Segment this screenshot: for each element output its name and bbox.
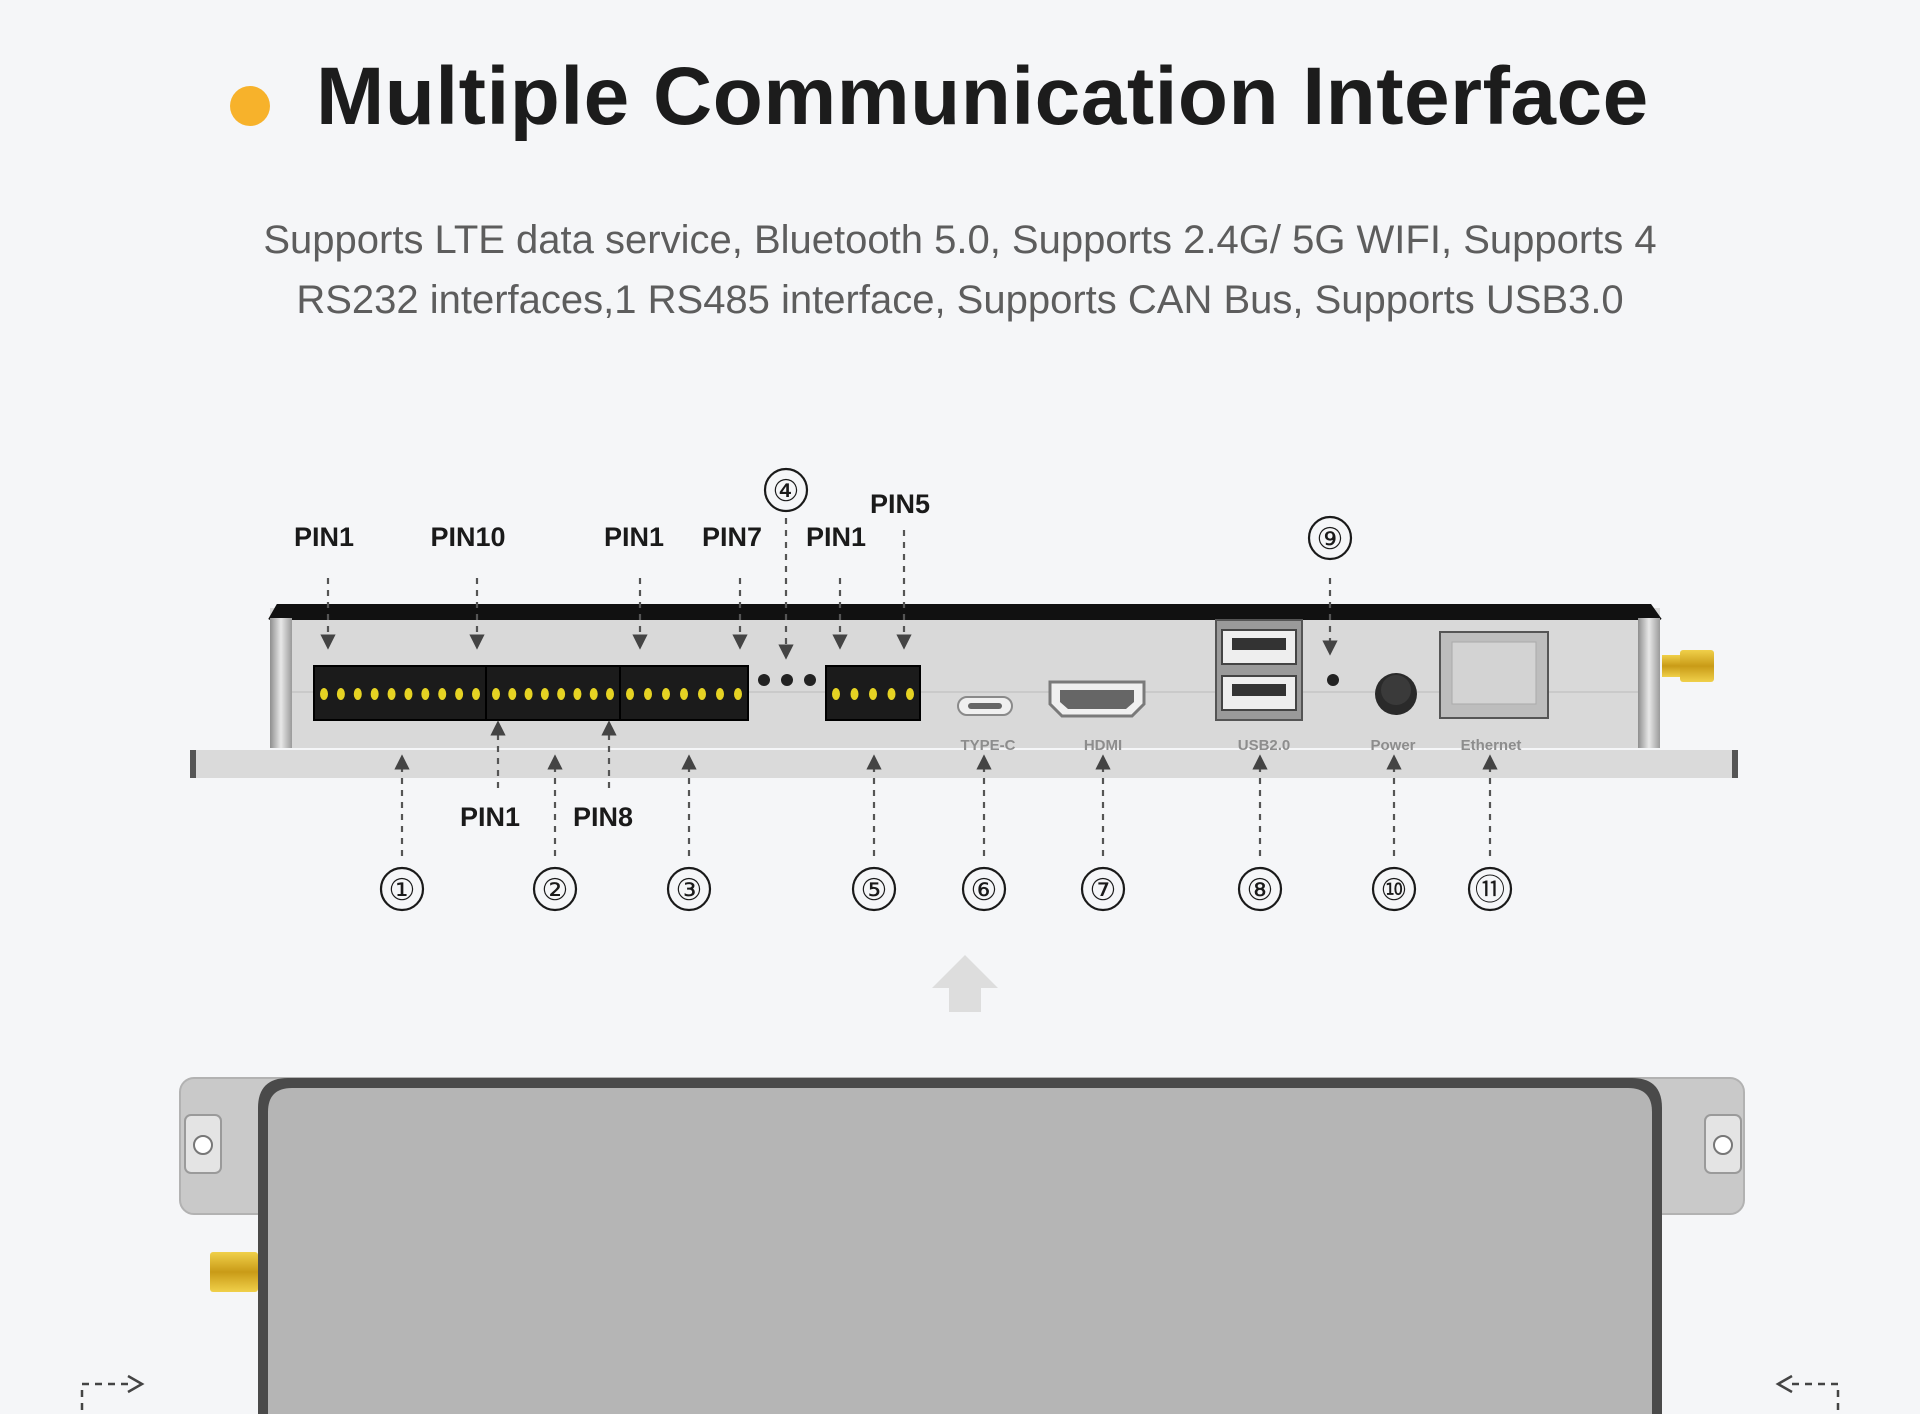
terminal-pin <box>336 688 345 700</box>
subtitle-line-2: RS232 interfaces,1 RS485 interface, Supp… <box>296 278 1624 322</box>
terminal-pin <box>734 688 742 700</box>
callout-1: ① <box>389 873 416 908</box>
callout-arrows <box>320 518 1498 856</box>
terminal-pin <box>573 688 582 700</box>
mounting-flange <box>190 750 1738 778</box>
device-front-view: TYPE-C HDMI USB2.0 Power Ethernet <box>190 604 1738 778</box>
callout-5: ⑤ <box>861 873 888 908</box>
callout-9: ⑨ <box>1317 522 1344 557</box>
top-cover <box>268 1088 1652 1414</box>
terminal-block-2 <box>485 665 621 721</box>
rotate-hint-icon <box>80 1374 1840 1410</box>
subtitle-line-1: Supports LTE data service, Bluetooth 5.0… <box>263 218 1657 262</box>
terminal-pin <box>626 688 634 700</box>
pin-label: PIN8 <box>573 802 633 832</box>
terminal-pin <box>557 688 566 700</box>
terminal-pin <box>644 688 652 700</box>
usb-label: USB2.0 <box>1238 737 1291 754</box>
callout-8: ⑧ <box>1247 873 1274 908</box>
type-c-port <box>957 696 1013 716</box>
terminal-pin <box>540 688 549 700</box>
pin-label: PIN5 <box>870 489 930 519</box>
callout-2: ② <box>542 873 569 908</box>
power-jack <box>1375 673 1417 715</box>
side-antenna-connector <box>210 1252 258 1292</box>
title-bullet-dot <box>230 86 270 126</box>
pin-label: PIN7 <box>702 522 762 552</box>
callout-10: ⑩ <box>1381 873 1408 908</box>
reset-hole <box>1327 674 1339 686</box>
terminal-pin <box>353 688 362 700</box>
terminal-pin <box>492 688 500 700</box>
terminal-pin <box>832 688 840 700</box>
pin-label: PIN1 <box>294 522 354 552</box>
terminal-pin <box>421 688 430 700</box>
callout-6: ⑥ <box>971 873 998 908</box>
terminal-pin <box>906 688 914 700</box>
ethernet-label: Ethernet <box>1461 737 1522 754</box>
callout-4: ④ <box>773 474 800 509</box>
terminal-pin <box>472 688 480 700</box>
callout-3: ③ <box>676 873 703 908</box>
terminal-pin <box>589 688 598 700</box>
power-label: Power <box>1370 737 1415 754</box>
pin-label: PIN10 <box>430 522 505 552</box>
terminal-pin <box>850 688 859 700</box>
terminal-pin <box>524 688 533 700</box>
pin-label: PIN1 <box>806 522 866 552</box>
up-arrow-icon <box>932 955 998 1012</box>
typec-label: TYPE-C <box>960 737 1015 754</box>
callout-7: ⑦ <box>1090 873 1117 908</box>
callout-11: ⑪ <box>1475 873 1505 908</box>
pin-label: PIN1 <box>460 802 520 832</box>
page-title: Multiple Communication Interface <box>316 51 1649 142</box>
terminal-pin <box>370 688 379 700</box>
antenna-connector <box>1662 650 1714 682</box>
terminal-pin <box>698 688 706 700</box>
terminal-pin <box>404 688 413 700</box>
hdmi-label: HDMI <box>1084 737 1122 754</box>
terminal-pin <box>438 688 447 700</box>
ethernet-port <box>1439 631 1549 719</box>
terminal-pin <box>455 688 464 700</box>
usb-port <box>1215 619 1303 721</box>
terminal-pin <box>387 688 396 700</box>
terminal-pin <box>716 688 724 700</box>
terminal-pin <box>887 688 896 700</box>
terminal-pin <box>662 688 670 700</box>
pin-label: PIN1 <box>604 522 664 552</box>
terminal-pin <box>869 688 877 700</box>
terminal-pin <box>680 688 688 700</box>
hdmi-port <box>1048 680 1146 718</box>
device-top-view <box>179 1077 1745 1414</box>
terminal-pin <box>320 688 328 700</box>
terminal-pin <box>508 688 517 700</box>
terminal-pin <box>606 688 614 700</box>
